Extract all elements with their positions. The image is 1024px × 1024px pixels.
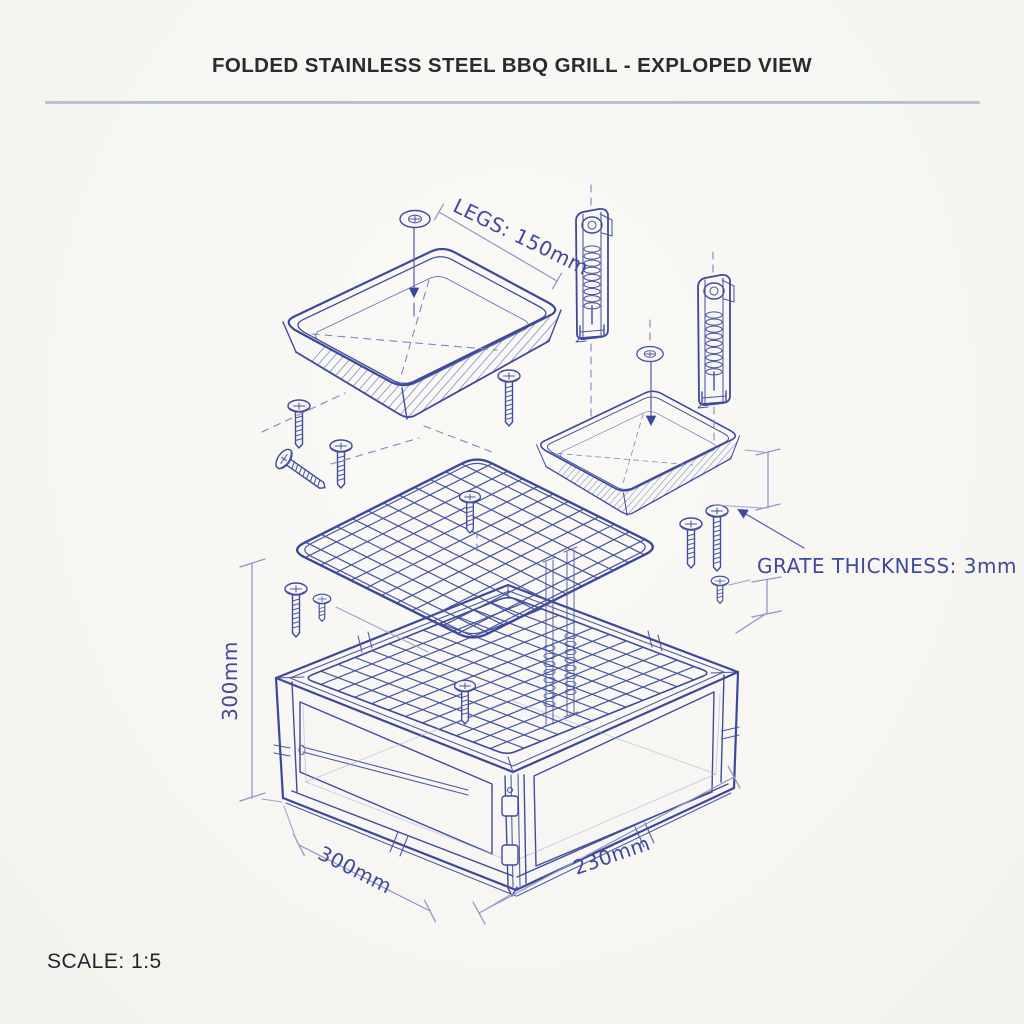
body-grate-mesh <box>307 596 708 755</box>
grate-thickness-label: GRATE THICKNESS: 3mm <box>757 554 1017 578</box>
title-divider <box>45 101 980 104</box>
depth-dimension-label: 300mm <box>314 841 396 899</box>
screw <box>497 369 521 427</box>
stored-legs <box>542 546 579 728</box>
assembly-guides <box>261 184 715 653</box>
screw <box>710 575 730 604</box>
screw <box>275 448 326 489</box>
dimension-width <box>472 765 741 925</box>
scale-label: SCALE: 1:5 <box>47 950 162 973</box>
width-dimension-label: 230mm <box>570 831 653 880</box>
dimension-bracket-b <box>728 576 782 634</box>
folding-leg-left <box>575 207 613 343</box>
drawing-title: FOLDED STAINLESS STEEL BBQ GRILL - EXPLO… <box>211 54 813 77</box>
hinge <box>501 773 527 897</box>
screw <box>284 582 308 638</box>
folding-leg-right <box>697 273 735 409</box>
legs-dimension-label: LEGS: 150mm <box>449 194 592 280</box>
screw <box>705 504 729 572</box>
joint-marks <box>273 630 740 857</box>
dimension-legs <box>433 203 563 290</box>
grill-body <box>273 583 740 897</box>
tray-lid <box>282 247 562 420</box>
screw <box>329 439 353 489</box>
height-dimension-label: 300mm <box>218 641 242 721</box>
drip-tray <box>513 391 817 525</box>
screw <box>453 679 477 725</box>
dimension-height <box>239 558 283 803</box>
cooking-grate <box>295 458 655 639</box>
screw <box>679 517 703 569</box>
screw <box>287 399 311 449</box>
screws <box>275 369 730 725</box>
screw <box>458 490 482 534</box>
dimension-bracket-a <box>713 448 781 511</box>
washer-top <box>399 209 431 229</box>
dimension-depth <box>283 805 437 923</box>
washer-middle <box>636 345 664 363</box>
screw <box>312 593 332 622</box>
